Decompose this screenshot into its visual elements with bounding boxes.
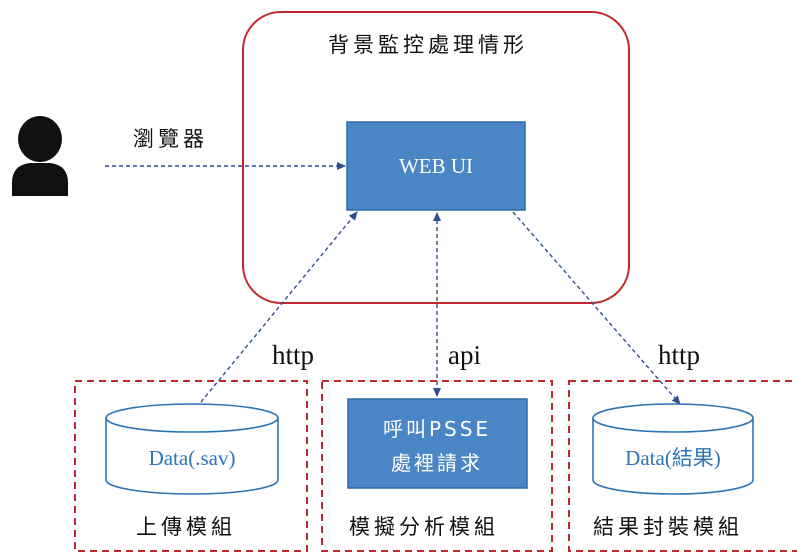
left-arrow-label: http bbox=[272, 340, 314, 370]
browser-label: 瀏覽器 bbox=[133, 127, 208, 151]
database-icon bbox=[105, 403, 279, 495]
upload-arrow bbox=[191, 211, 358, 414]
webui-label: WEB UI bbox=[399, 154, 473, 178]
results-arrow bbox=[512, 211, 681, 405]
webui-box bbox=[346, 121, 526, 211]
container-title: 背景監控處理情形 bbox=[328, 33, 528, 57]
center-arrow-label: api bbox=[448, 340, 481, 370]
database-icon bbox=[592, 403, 754, 495]
upload-caption: 上傳模組 bbox=[136, 515, 236, 539]
results-module bbox=[568, 380, 797, 552]
analysis-caption: 模擬分析模組 bbox=[349, 515, 499, 539]
psse-box-line2: 處裡請求 bbox=[391, 451, 483, 475]
right-arrow-label: http bbox=[658, 340, 700, 370]
person-icon bbox=[12, 116, 68, 196]
results-db-label: Data(結果) bbox=[625, 446, 721, 470]
psse-box bbox=[347, 398, 528, 489]
psse-box-line1: 呼叫PSSE bbox=[383, 417, 491, 441]
upload-module bbox=[74, 380, 308, 552]
upload-db-label: Data(.sav) bbox=[149, 446, 236, 470]
results-caption: 結果封裝模組 bbox=[593, 515, 743, 539]
analysis-module bbox=[321, 380, 553, 552]
